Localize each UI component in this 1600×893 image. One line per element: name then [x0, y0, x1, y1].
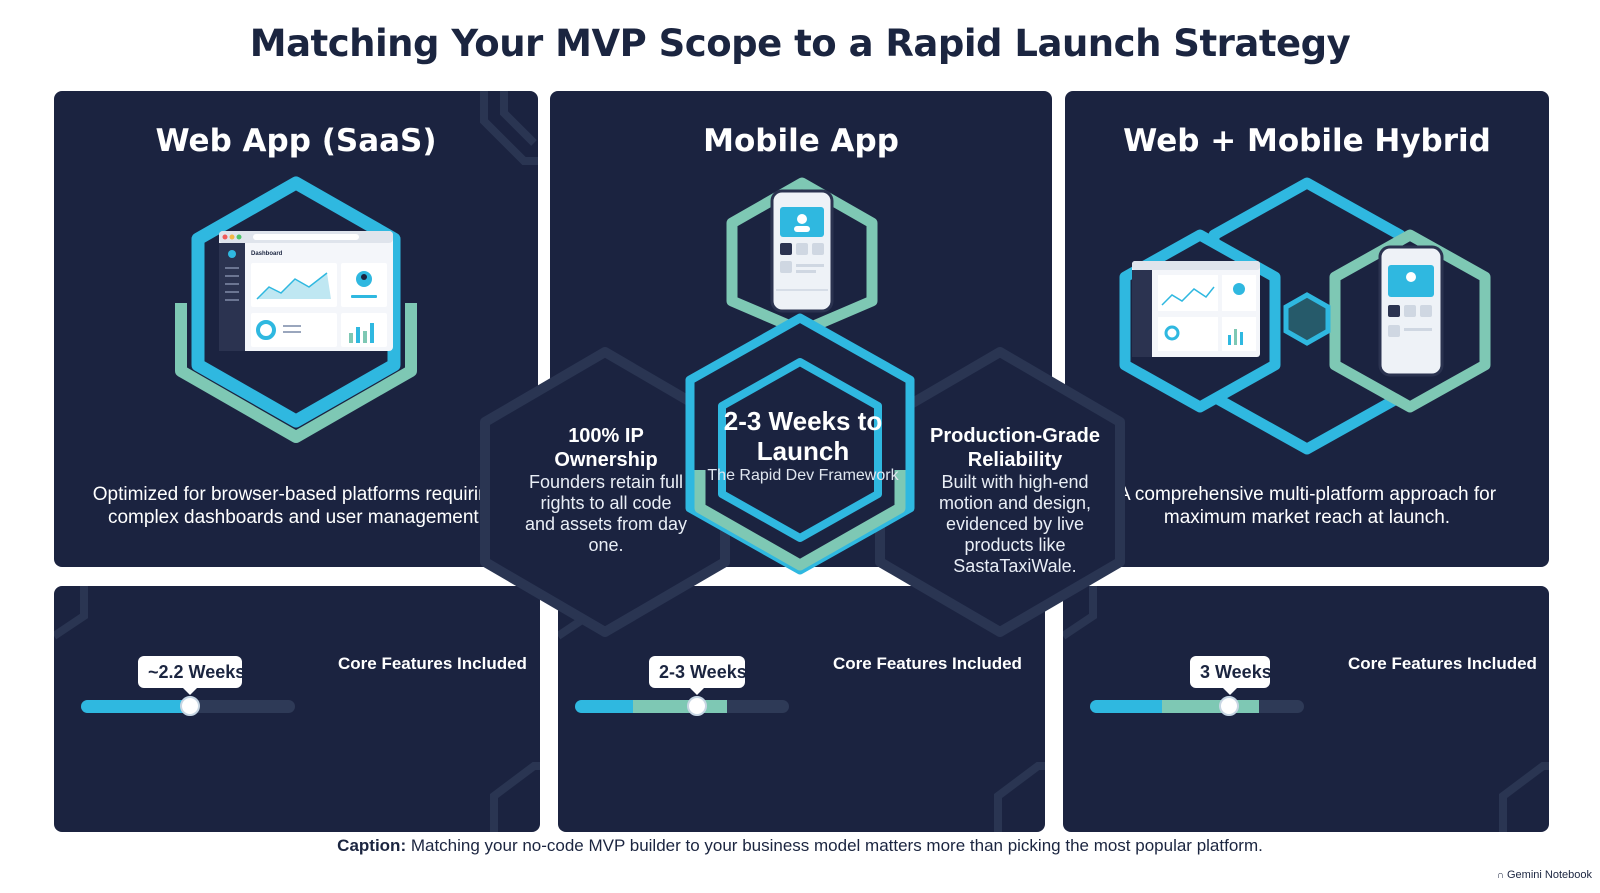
- mockup-dashboard-label: Dashboard: [251, 251, 283, 257]
- timeline-duration-badge: 2-3 Weeks: [649, 656, 747, 695]
- timeline-duration-badge: ~2.2 Weeks: [138, 656, 245, 695]
- core-features-label: Core Features Included: [1348, 654, 1537, 673]
- feature-title: Production-Grade Reliability: [929, 425, 1100, 471]
- panel-heading: Web App (SaaS): [155, 123, 437, 159]
- center-title: 2-3 Weeks to Launch: [723, 406, 883, 466]
- panel-heading: Mobile App: [703, 123, 899, 159]
- gemini-notebook-icon: ∩: [1496, 869, 1504, 881]
- corner-decoration: [490, 762, 540, 832]
- corner-decoration: [480, 91, 538, 165]
- reliability-feature: Production-Grade Reliability Built with …: [915, 424, 1115, 577]
- feature-title: 100% IP Ownership: [554, 425, 658, 471]
- launch-timeline-center: 2-3 Weeks to Launch The Rapid Dev Framew…: [700, 406, 906, 485]
- timeline-knob: [1219, 696, 1240, 716]
- corner-decoration: [994, 762, 1045, 832]
- caption-prefix: Caption:: [337, 836, 407, 855]
- feature-description: Founders retain full rights to all code …: [524, 472, 688, 555]
- timeline-knob: [180, 696, 201, 716]
- brand-mark: ∩ Gemini Notebook: [1497, 869, 1592, 881]
- panel-web-app: Web App (SaaS) Dashboard: [54, 91, 538, 567]
- timeline-duration-badge: 3 Weeks: [1190, 656, 1272, 695]
- corner-decoration: [1063, 586, 1097, 640]
- corner-decoration: [1499, 762, 1549, 832]
- corner-decoration: [54, 586, 88, 640]
- caption: Caption: Matching your no-code MVP build…: [0, 836, 1600, 856]
- caption-text: Matching your no-code MVP builder to you…: [406, 836, 1263, 855]
- core-features-label: Core Features Included: [833, 654, 1022, 673]
- page-title: Matching Your MVP Scope to a Rapid Launc…: [249, 22, 1351, 65]
- timeline-knob: [686, 696, 707, 716]
- feature-description: Built with high-end motion and design, e…: [938, 472, 1092, 576]
- timeline-fill: [81, 700, 191, 713]
- panel-description: Optimized for browser-based platforms re…: [92, 484, 500, 528]
- core-features-label: Core Features Included: [338, 654, 527, 673]
- hybrid-devices-icon: [1119, 177, 1491, 455]
- brand-label: Gemini Notebook: [1507, 869, 1592, 881]
- panel-hybrid: Web + Mobile Hybrid A comprehensive mult…: [1065, 91, 1549, 567]
- timeline-panel-hybrid: 3 Weeks Core Features Included: [1063, 586, 1549, 832]
- timeline-panel-mobile: 2-3 Weeks Core Features Included: [558, 586, 1045, 832]
- center-subtitle: The Rapid Dev Framework: [707, 467, 899, 484]
- browser-dashboard-icon: Dashboard: [175, 176, 417, 443]
- panel-description: A comprehensive multi-platform approach …: [1117, 484, 1497, 528]
- timeline-panel-web: ~2.2 Weeks Core Features Included: [54, 586, 540, 832]
- panel-heading: Web + Mobile Hybrid: [1123, 123, 1491, 159]
- ip-ownership-feature: 100% IP Ownership Founders retain full r…: [523, 424, 689, 556]
